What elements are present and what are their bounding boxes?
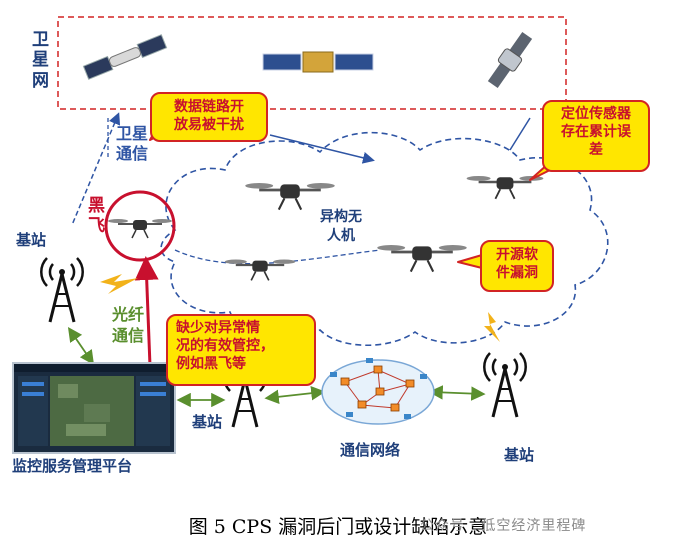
uav-cloud bbox=[160, 131, 609, 347]
callout-software-line-1: 开源软 bbox=[496, 247, 538, 263]
base-station-left-label: 基站 bbox=[16, 231, 47, 249]
uav-dashed-link bbox=[174, 249, 381, 265]
callout-control-line-2: 况的有效管控， bbox=[176, 338, 274, 355]
base-station-right-label: 基站 bbox=[504, 446, 535, 464]
callout-data-link: 数据链路开 放易被干扰 bbox=[150, 92, 268, 142]
network-node-icons bbox=[340, 365, 415, 412]
lightning-icon-left bbox=[100, 274, 138, 294]
satlink-uav bbox=[269, 134, 375, 164]
satcomm-link bbox=[71, 112, 121, 226]
fiber-comm-label: 光纤通信 bbox=[111, 305, 144, 345]
satlink-sensor bbox=[509, 117, 531, 151]
platform-label: 监控服务管理平台 bbox=[12, 457, 133, 475]
callout-software-tail bbox=[457, 254, 483, 269]
satellite-icon bbox=[262, 51, 374, 73]
fiber-link bbox=[67, 327, 95, 365]
monitoring-platform-screen bbox=[12, 362, 176, 454]
watermark: 公众号 · 低空经济里程碑 bbox=[420, 518, 587, 534]
callout-control-line-1: 缺少对异常情 bbox=[176, 320, 260, 336]
quadcopter-drone-icon bbox=[223, 258, 297, 282]
hijacked-drone-icon bbox=[107, 218, 173, 239]
figure-caption: 图 5 CPS 漏洞后门或设计缺陷示意 bbox=[188, 516, 488, 538]
satellite-net-box bbox=[57, 16, 567, 110]
callout-control: 缺少对异常情 况的有效管控， 例如黑飞等 bbox=[166, 314, 316, 386]
satellite-comm-label: 卫星通信 bbox=[115, 124, 148, 163]
lightning-icon-right bbox=[484, 312, 500, 342]
callout-sensor-line-3: 差 bbox=[589, 142, 603, 159]
callout-data-link-line-1: 数据链路开 bbox=[174, 99, 244, 115]
probe-satellite-icon bbox=[487, 31, 533, 89]
space-station-icon bbox=[82, 34, 168, 80]
callout-sensor: 定位传感器 存在累计误 差 bbox=[542, 100, 650, 172]
platform-map-icon bbox=[14, 364, 174, 446]
hexacopter-drone-icon bbox=[243, 181, 337, 212]
radio-tower-icon-right bbox=[482, 351, 528, 419]
folding-drone-icon bbox=[375, 243, 469, 274]
tower-network-link bbox=[264, 386, 326, 404]
callout-sensor-line-1: 定位传感器 bbox=[561, 106, 631, 122]
hijack-control-arrow bbox=[134, 256, 159, 367]
callout-software: 开源软 件漏洞 bbox=[480, 240, 554, 292]
network-tower-link bbox=[428, 385, 486, 401]
callout-sensor-line-2: 存在累计误 bbox=[561, 124, 631, 141]
callout-software-line-2: 件漏洞 bbox=[496, 265, 538, 282]
callout-data-link-line-2: 放易被干扰 bbox=[174, 117, 244, 134]
heterogeneous-uav-label: 异构无人机 bbox=[320, 209, 362, 244]
base-station-mid-label: 基站 bbox=[192, 413, 223, 431]
network-terminal-icons bbox=[330, 358, 427, 419]
callout-control-line-3: 例如黑飞等 bbox=[176, 356, 246, 373]
satellite-net-label: 卫星网 bbox=[32, 30, 49, 91]
hijack-label: 黑飞 bbox=[88, 196, 105, 237]
comm-network-label: 通信网络 bbox=[340, 441, 401, 459]
radio-tower-icon-left bbox=[39, 256, 85, 324]
